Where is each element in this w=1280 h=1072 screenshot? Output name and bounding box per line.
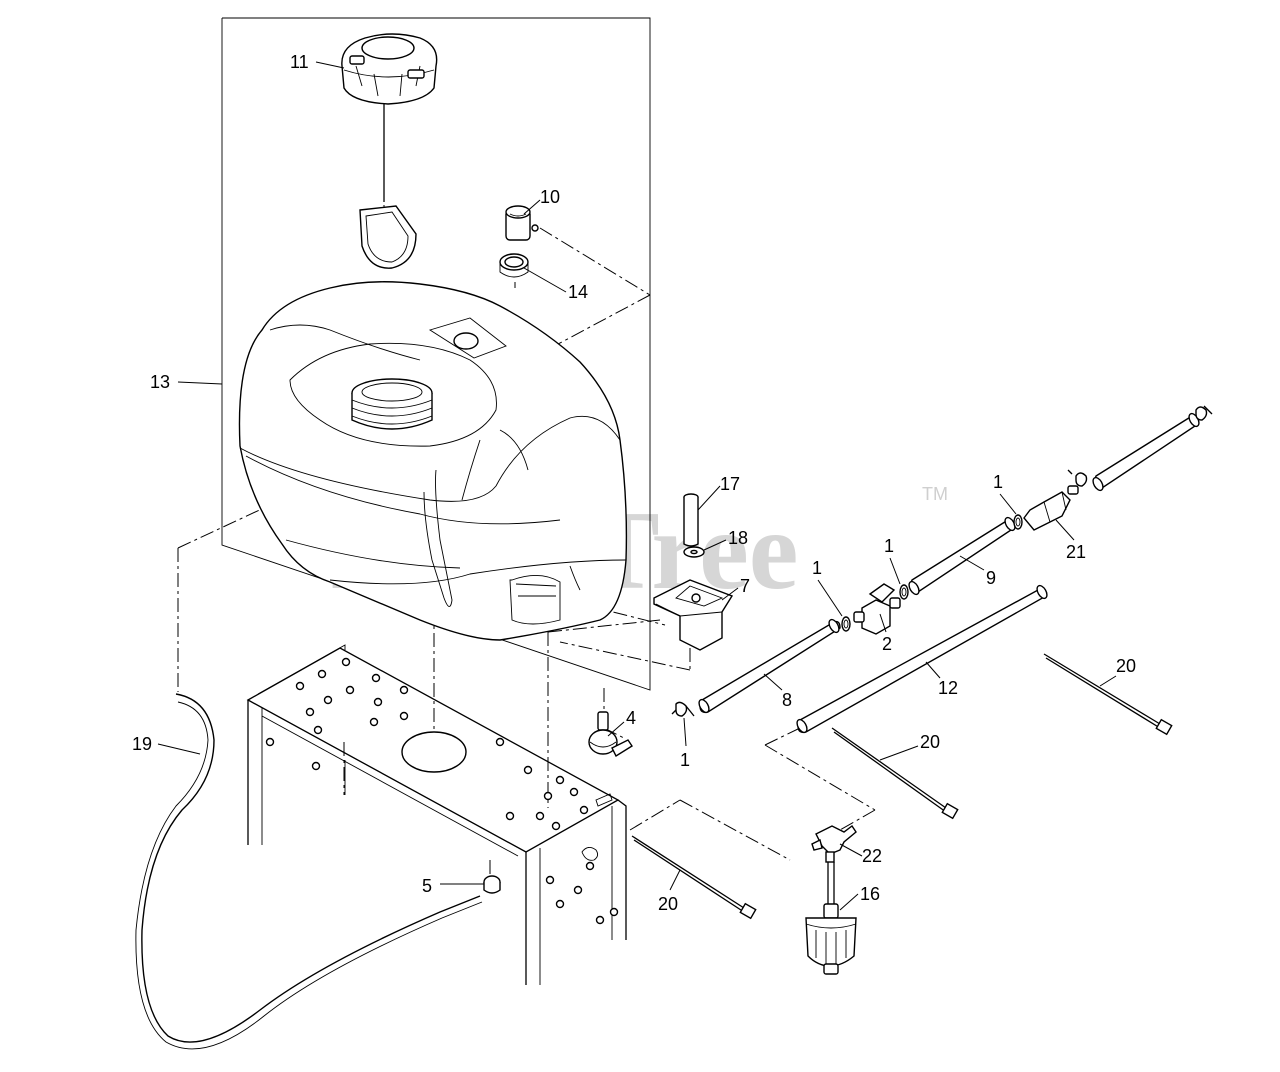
frame-holes — [265, 657, 619, 925]
cable-tie-part-20-mid[interactable] — [831, 727, 959, 820]
svg-text:14: 14 — [568, 282, 588, 302]
chassis-frame[interactable] — [246, 644, 627, 985]
callout-20b[interactable]: 20 — [879, 732, 940, 761]
svg-text:1: 1 — [884, 536, 894, 556]
fuel-filter-part-16[interactable] — [805, 862, 857, 975]
callout-1d[interactable]: 1 — [680, 717, 690, 770]
tank-assembly-frame — [221, 17, 651, 691]
callout-20a[interactable]: 20 — [1099, 656, 1136, 687]
svg-text:8: 8 — [782, 690, 792, 710]
cable-tie-part-20-left[interactable] — [631, 835, 757, 920]
svg-text:5: 5 — [422, 876, 432, 896]
svg-text:12: 12 — [938, 678, 958, 698]
svg-text:18: 18 — [728, 528, 748, 548]
callout-16[interactable]: 16 — [839, 884, 880, 911]
vent-hose-part-19[interactable] — [135, 693, 483, 1050]
fuel-hose-part-8[interactable] — [697, 618, 841, 714]
svg-text:1: 1 — [812, 558, 822, 578]
vent-valve-part-10[interactable] — [505, 205, 539, 241]
callout-14[interactable]: 14 — [523, 267, 588, 302]
bolt-part-17[interactable] — [683, 493, 699, 547]
callout-1c[interactable]: 1 — [812, 558, 843, 617]
hose-clamp-upper-a[interactable] — [1067, 469, 1088, 487]
nut-part-5[interactable] — [483, 875, 501, 894]
inline-fuel-filter-part-21[interactable] — [1023, 485, 1079, 531]
callout-12[interactable]: 12 — [925, 661, 958, 698]
callout-21[interactable]: 21 — [1055, 519, 1086, 562]
svg-text:10: 10 — [540, 187, 560, 207]
fuel-tank-part-13[interactable] — [238, 281, 628, 641]
callout-10[interactable]: 10 — [523, 187, 560, 215]
svg-text:16: 16 — [860, 884, 880, 904]
svg-text:19: 19 — [132, 734, 152, 754]
callout-17[interactable]: 17 — [697, 474, 740, 511]
fuel-hose-part-12[interactable] — [795, 584, 1049, 734]
callout-13[interactable]: 13 — [150, 372, 223, 392]
washer-part-18[interactable] — [683, 546, 705, 558]
callout-8[interactable]: 8 — [763, 673, 792, 710]
callout-11[interactable]: 11 — [290, 52, 345, 72]
svg-text:7: 7 — [740, 576, 750, 596]
callout-2[interactable]: 2 — [879, 613, 892, 654]
svg-text:20: 20 — [658, 894, 678, 914]
fuel-valve-part-4[interactable] — [588, 711, 633, 758]
grommet-part-14[interactable] — [499, 253, 529, 278]
cable-tie-part-20-right[interactable] — [1043, 653, 1173, 736]
callout-5[interactable]: 5 — [422, 876, 484, 896]
callout-7[interactable]: 7 — [721, 576, 750, 601]
svg-text:1: 1 — [680, 750, 690, 770]
callout-1a[interactable]: 1 — [993, 472, 1017, 515]
svg-text:20: 20 — [1116, 656, 1136, 676]
fuel-hose-part-9[interactable] — [907, 516, 1017, 596]
mount-bracket-part-7[interactable] — [653, 579, 734, 651]
callouts: 11 10 14 13 17 18 7 1 1 1 1 21 9 2 8 4 1… — [132, 52, 1136, 914]
callout-22[interactable]: 22 — [839, 843, 882, 866]
svg-text:22: 22 — [862, 846, 882, 866]
svg-text:4: 4 — [626, 708, 636, 728]
hose-clamp-upper-b[interactable] — [1195, 405, 1213, 421]
svg-text:20: 20 — [920, 732, 940, 752]
callout-1b[interactable]: 1 — [884, 536, 901, 585]
callout-18[interactable]: 18 — [703, 528, 748, 551]
shutoff-valve-part-2[interactable] — [853, 583, 901, 635]
svg-text:2: 2 — [882, 634, 892, 654]
fuel-hose-upper[interactable] — [1091, 412, 1201, 492]
callout-4[interactable]: 4 — [607, 708, 636, 737]
cap-tether-ring[interactable] — [359, 205, 417, 269]
callout-19[interactable]: 19 — [132, 734, 201, 755]
hose-clamp-1-mid[interactable] — [841, 616, 851, 632]
svg-text:9: 9 — [986, 568, 996, 588]
callout-9[interactable]: 9 — [959, 555, 996, 588]
svg-text:21: 21 — [1066, 542, 1086, 562]
hose-clamp-1-right[interactable] — [1013, 514, 1023, 530]
hose-clamp-1-upper[interactable] — [899, 584, 909, 600]
svg-text:1: 1 — [993, 472, 1003, 492]
fuel-cap-part-11[interactable] — [341, 33, 438, 202]
svg-text:17: 17 — [720, 474, 740, 494]
tee-fitting-part-22[interactable] — [811, 824, 857, 863]
watermark-trademark: TM — [922, 484, 948, 504]
callout-20c[interactable]: 20 — [658, 869, 681, 914]
hose-clamp-1-bottom[interactable] — [671, 701, 695, 717]
svg-text:13: 13 — [150, 372, 170, 392]
svg-text:11: 11 — [290, 52, 309, 72]
